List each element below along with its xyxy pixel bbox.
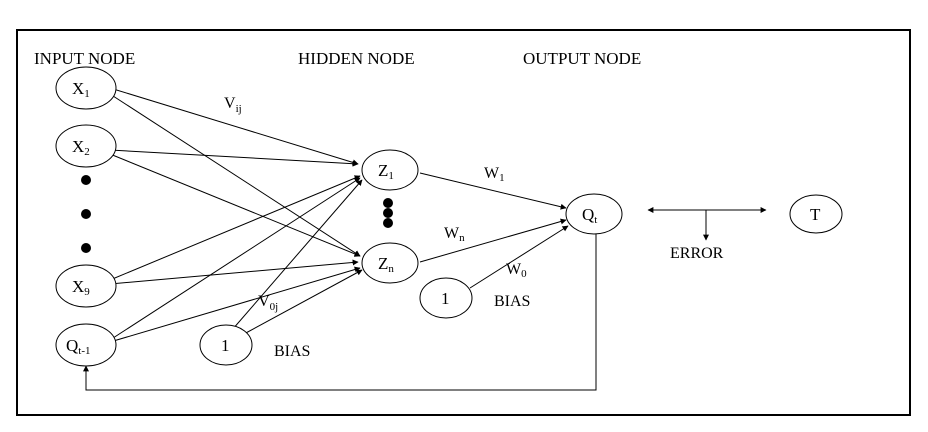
edge-bias2-qt bbox=[469, 225, 569, 289]
edge-x9-zn bbox=[109, 259, 359, 285]
edge-bias1-zn bbox=[243, 269, 363, 335]
hidden-output-connections bbox=[419, 172, 569, 289]
diagram-frame bbox=[16, 29, 911, 416]
bias-hidden-text: BIAS bbox=[494, 293, 530, 310]
edge-x2-zn bbox=[109, 153, 361, 257]
weight-w1-label: W1 bbox=[484, 165, 505, 184]
weight-wn-label: Wn bbox=[444, 225, 465, 244]
node-bias-input-label: 1 bbox=[221, 336, 230, 355]
node-x2 bbox=[55, 124, 117, 168]
node-x1 bbox=[55, 66, 117, 110]
feedback-loop bbox=[83, 232, 597, 391]
bias-input-text: BIAS bbox=[274, 343, 310, 360]
input-dot bbox=[81, 209, 91, 219]
node-qt-minus-1-label: Qt-1 bbox=[66, 336, 91, 357]
hidden-dot bbox=[383, 198, 393, 208]
hidden-ellipsis-dots bbox=[383, 198, 393, 228]
node-bias-input bbox=[199, 324, 253, 366]
node-qt-minus-1 bbox=[55, 323, 117, 367]
header-input-node: INPUT NODE bbox=[34, 49, 135, 68]
input-hidden-connections bbox=[109, 87, 363, 343]
node-zn-label: Zn bbox=[378, 254, 394, 275]
input-dot bbox=[81, 175, 91, 185]
edge-x2-z1 bbox=[109, 149, 359, 167]
edge-qt1-z1 bbox=[109, 177, 361, 341]
node-x9 bbox=[55, 264, 117, 308]
node-t-label: T bbox=[810, 205, 821, 224]
node-x9-label: X9 bbox=[72, 277, 90, 298]
node-t bbox=[789, 194, 843, 234]
input-ellipsis-dots bbox=[81, 175, 91, 253]
node-x1-label: X1 bbox=[72, 79, 90, 100]
edge-x1-z1 bbox=[109, 87, 359, 166]
node-zn bbox=[361, 242, 419, 284]
hidden-dot bbox=[383, 208, 393, 218]
input-dot bbox=[81, 243, 91, 253]
node-z1 bbox=[361, 149, 419, 191]
edge-x1-zn bbox=[109, 93, 361, 257]
edge-z1-qt bbox=[419, 172, 567, 210]
node-qt-label: Qt bbox=[582, 205, 597, 226]
edge-qt1-zn bbox=[109, 266, 361, 343]
edge-x9-z1 bbox=[109, 175, 361, 281]
header-hidden-node: HIDDEN NODE bbox=[298, 49, 415, 68]
edge-bias1-z1 bbox=[231, 179, 363, 331]
node-z1-label: Z1 bbox=[378, 161, 394, 182]
error-text: ERROR bbox=[670, 245, 724, 262]
node-bias-hidden-label: 1 bbox=[441, 289, 450, 308]
weight-v0j-label: V0j bbox=[258, 293, 278, 313]
error-connector bbox=[647, 207, 767, 241]
hidden-dot bbox=[383, 218, 393, 228]
weight-vij-label: Vij bbox=[224, 95, 242, 115]
node-bias-hidden bbox=[419, 277, 473, 319]
weight-w0-label: W0 bbox=[506, 261, 527, 280]
node-x2-label: X2 bbox=[72, 137, 90, 158]
edge-zn-qt bbox=[419, 218, 567, 263]
node-qt bbox=[565, 193, 623, 235]
header-output-node: OUTPUT NODE bbox=[523, 49, 641, 68]
